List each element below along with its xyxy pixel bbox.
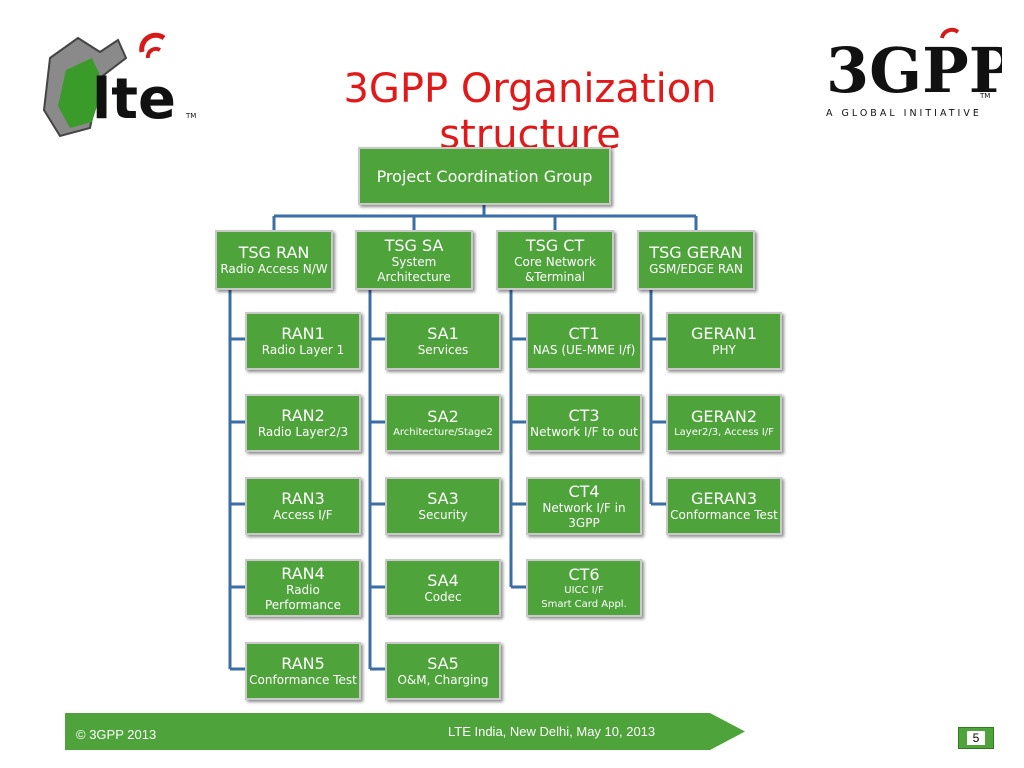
box-subtitle: Radio Layer2/3 xyxy=(257,425,349,439)
box-subtitle: Radio Access N/W xyxy=(220,262,328,276)
box-title: TSG SA xyxy=(384,235,444,255)
box-subtitle: Network I/F in 3GPP xyxy=(542,500,626,530)
box-ran5: RAN5 Conformance Test xyxy=(245,642,361,700)
page-title: 3GPP Organization structure xyxy=(343,66,717,158)
box-subtitle: UICC I/F xyxy=(564,584,604,596)
box-title: RAN1 xyxy=(281,324,325,343)
box-title: RAN5 xyxy=(281,654,325,673)
box-geran3: GERAN3 Conformance Test xyxy=(666,477,782,535)
box-title: GERAN1 xyxy=(690,324,758,343)
page-number-text: 5 xyxy=(966,731,986,745)
box-sa5: SA5 O&M, Charging xyxy=(385,642,501,700)
box-title: Project Coordination Group xyxy=(376,166,593,186)
3gpp-logo-text: 3GPP xyxy=(826,34,1002,107)
box-subtitle: NAS (UE-MME I/f) xyxy=(532,343,636,357)
box-ran4: RAN4 Radio Performance xyxy=(245,559,361,617)
box-title: SA2 xyxy=(427,406,459,426)
lte-logo: lte TM xyxy=(42,32,196,138)
box-subtitle: Layer2/3, Access I/F xyxy=(674,426,774,438)
box-project-coordination-group: Project Coordination Group xyxy=(358,147,611,205)
box-title: CT4 xyxy=(568,481,600,501)
box-sa2: SA2 Architecture/Stage2 xyxy=(385,394,501,452)
3gpp-logo-tm: TM xyxy=(979,92,990,100)
box-subtitle: Conformance Test xyxy=(670,508,778,522)
lte-logo-text: lte xyxy=(92,67,176,132)
footer-event: LTE India, New Delhi, May 10, 2013 xyxy=(448,724,656,739)
box-tsg-ct: TSG CT Core Network &Terminal xyxy=(496,230,614,290)
box-title: SA3 xyxy=(427,489,459,508)
box-subtitle: Core Network &Terminal xyxy=(514,254,596,284)
box-subtitle: System Architecture xyxy=(377,254,451,284)
box-tsg-sa: TSG SA System Architecture xyxy=(355,230,473,290)
box-subtitle-2: Smart Card Appl. xyxy=(541,598,627,610)
box-title: GERAN3 xyxy=(690,489,758,508)
box-ct1: CT1 NAS (UE-MME I/f) xyxy=(526,312,642,370)
box-title: RAN4 xyxy=(281,563,325,583)
box-subtitle: Radio Performance xyxy=(264,582,342,612)
box-sa1: SA1 Services xyxy=(385,312,501,370)
footer-copyright: © 3GPP 2013 xyxy=(76,727,157,742)
lte-logo-tm: TM xyxy=(185,112,196,120)
box-subtitle: Conformance Test xyxy=(249,673,357,687)
box-subtitle: Network I/F to out xyxy=(530,425,638,439)
box-title: TSG CT xyxy=(525,235,585,255)
box-subtitle: Access I/F xyxy=(273,508,333,522)
box-ct4: CT4 Network I/F in 3GPP xyxy=(526,477,642,535)
box-ct6: CT6 UICC I/F Smart Card Appl. xyxy=(526,559,642,617)
box-ct3: CT3 Network I/F to out xyxy=(526,394,642,452)
box-ran2: RAN2 Radio Layer2/3 xyxy=(245,394,361,452)
box-ran3: RAN3 Access I/F xyxy=(245,477,361,535)
3gpp-tagline: A GLOBAL INITIATIVE xyxy=(826,108,982,119)
box-subtitle: PHY xyxy=(712,343,736,357)
box-title: SA1 xyxy=(427,324,459,343)
box-title: RAN3 xyxy=(281,489,325,508)
box-title: GERAN2 xyxy=(690,406,758,426)
box-subtitle: Architecture/Stage2 xyxy=(393,426,493,438)
box-sa3: SA3 Security xyxy=(385,477,501,535)
box-sa4: SA4 Codec xyxy=(385,559,501,617)
box-title: CT1 xyxy=(568,324,600,343)
box-title: CT6 xyxy=(568,564,600,584)
box-geran2: GERAN2 Layer2/3, Access I/F xyxy=(666,394,782,452)
box-subtitle: Codec xyxy=(424,590,462,604)
page-number: 5 xyxy=(958,727,994,749)
box-title: CT3 xyxy=(568,406,600,425)
box-title: RAN2 xyxy=(281,406,325,425)
box-subtitle: Services xyxy=(417,343,469,357)
box-subtitle: Radio Layer 1 xyxy=(261,343,345,357)
footer-banner xyxy=(65,713,745,750)
box-title: TSG RAN xyxy=(238,243,310,262)
box-tsg-ran: TSG RAN Radio Access N/W xyxy=(215,230,333,290)
3gpp-logo: 3GPP TM xyxy=(826,27,1002,107)
box-ran1: RAN1 Radio Layer 1 xyxy=(245,312,361,370)
box-title: TSG GERAN xyxy=(649,243,743,262)
box-tsg-geran: TSG GERAN GSM/EDGE RAN xyxy=(637,230,755,290)
box-geran1: GERAN1 PHY xyxy=(666,312,782,370)
box-subtitle: O&M, Charging xyxy=(397,673,489,687)
box-title: SA5 xyxy=(427,654,459,673)
box-title: SA4 xyxy=(427,571,459,590)
box-subtitle: Security xyxy=(418,508,468,522)
box-subtitle: GSM/EDGE RAN xyxy=(649,262,743,276)
